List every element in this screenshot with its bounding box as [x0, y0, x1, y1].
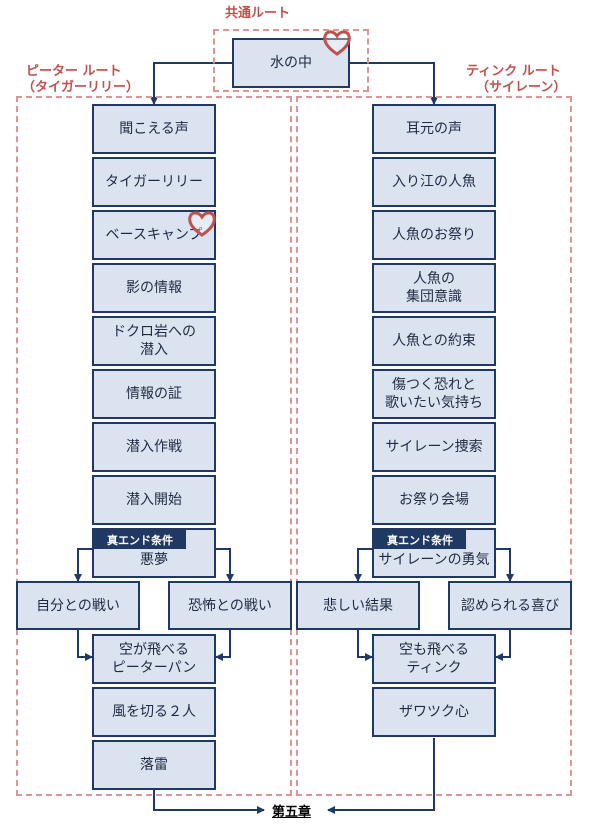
peter-route-title: ピーター ルート [26, 64, 122, 79]
tink-node: 人魚のお祭り [372, 210, 496, 260]
tink-node: お祭り会場 [372, 475, 496, 525]
peter-node: 聞こえる声 [92, 104, 216, 154]
peter-node: 潜入作戦 [92, 422, 216, 472]
peter-node: 影の情報 [92, 263, 216, 313]
tink-node: 人魚の 集団意識 [372, 263, 496, 313]
peter-route-frame [16, 96, 292, 796]
peter-route-subtitle: （タイガーリリー） [22, 80, 140, 95]
peter-node: 落雷 [92, 740, 216, 790]
tink-node: 耳元の声 [372, 104, 496, 154]
peter-node: ベースキャンプ [92, 210, 216, 260]
peter-node: タイガーリリー [92, 157, 216, 207]
true-end-tag: 真エンド条件 [374, 530, 466, 549]
tink-node: 人魚との約束 [372, 316, 496, 366]
common-route-title: 共通ルート [225, 6, 291, 21]
tink-node: 空も飛べる ティンク [372, 634, 496, 684]
start-node: 水の中 [232, 38, 350, 88]
end-label: 第五章 [272, 805, 312, 820]
peter-node: ドクロ岩への 潜入 [92, 316, 216, 366]
true-end-tag: 真エンド条件 [94, 530, 186, 549]
peter-node: 空が飛べる ピーターパン [92, 634, 216, 684]
tink-branch-node: 認められる喜び [448, 581, 572, 630]
tink-node: ザワツク心 [372, 687, 496, 737]
heart-icon [188, 211, 216, 237]
tink-node: 傷つく恐れと 歌いたい気持ち [372, 369, 496, 419]
peter-node: 風を切る２人 [92, 687, 216, 737]
peter-node: 潜入開始 [92, 475, 216, 525]
tink-node: 入り江の人魚 [372, 157, 496, 207]
tink-route-subtitle: （サイレーン） [476, 80, 567, 95]
common-route-frame [213, 29, 369, 92]
peter-node: 情報の証 [92, 369, 216, 419]
peter-branch-node: 自分との戦い [16, 581, 140, 630]
tink-route-title: ティンク ルート [466, 64, 561, 79]
heart-icon [323, 30, 351, 56]
tink-node: サイレーン捜索 [372, 422, 496, 472]
tink-branch-node: 悲しい結果 [296, 581, 420, 630]
tink-route-frame [296, 96, 572, 796]
peter-branch-node: 恐怖との戦い [168, 581, 292, 630]
